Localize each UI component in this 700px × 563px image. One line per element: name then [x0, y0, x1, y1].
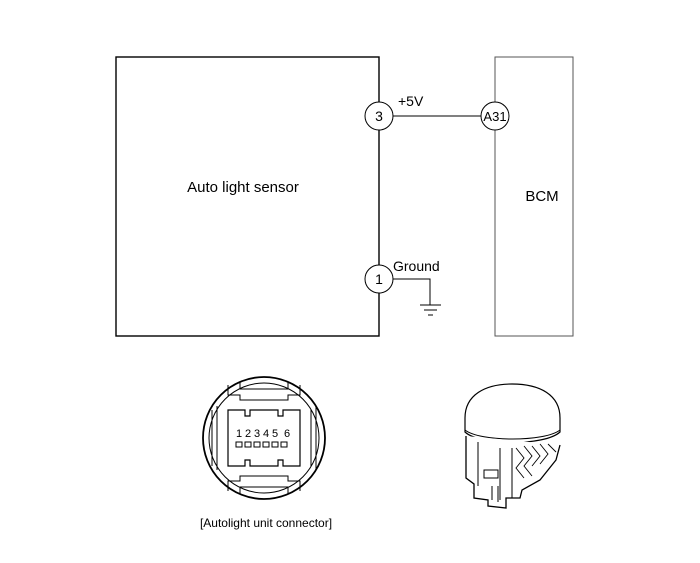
bcm-box [494, 56, 574, 337]
pin-1-circle [364, 264, 394, 294]
bcm-terminal-circle [480, 101, 510, 131]
pin-1-number: 1 [375, 271, 383, 287]
ground-icon [420, 304, 441, 316]
connector-pin-number: 6 [284, 428, 290, 440]
pin-3-circle [364, 101, 394, 131]
sensor-unit-illustration [464, 383, 561, 509]
connector-pin-number: 3 [254, 428, 260, 440]
bcm-terminal-label: A31 [483, 109, 506, 124]
wire-5v-label: +5V [398, 93, 424, 109]
connector-pin-number: 5 [272, 428, 278, 440]
sensor-box [115, 56, 380, 337]
sensor-label: Auto light sensor [187, 179, 299, 196]
connector-pin-number: 4 [263, 428, 269, 440]
bcm-label: BCM [525, 188, 558, 205]
pin-3-number: 3 [375, 108, 383, 124]
connector-pin-number: 2 [245, 428, 251, 440]
connector-caption: [Autolight unit connector] [200, 516, 332, 530]
connector-pin-number: 1 [236, 428, 242, 440]
wire-ground-label: Ground [393, 258, 440, 274]
connector-pin-numbers: 1 2 3 4 5 6 [236, 428, 290, 440]
connector-face-illustration [202, 376, 326, 500]
wire-ground [393, 278, 431, 305]
